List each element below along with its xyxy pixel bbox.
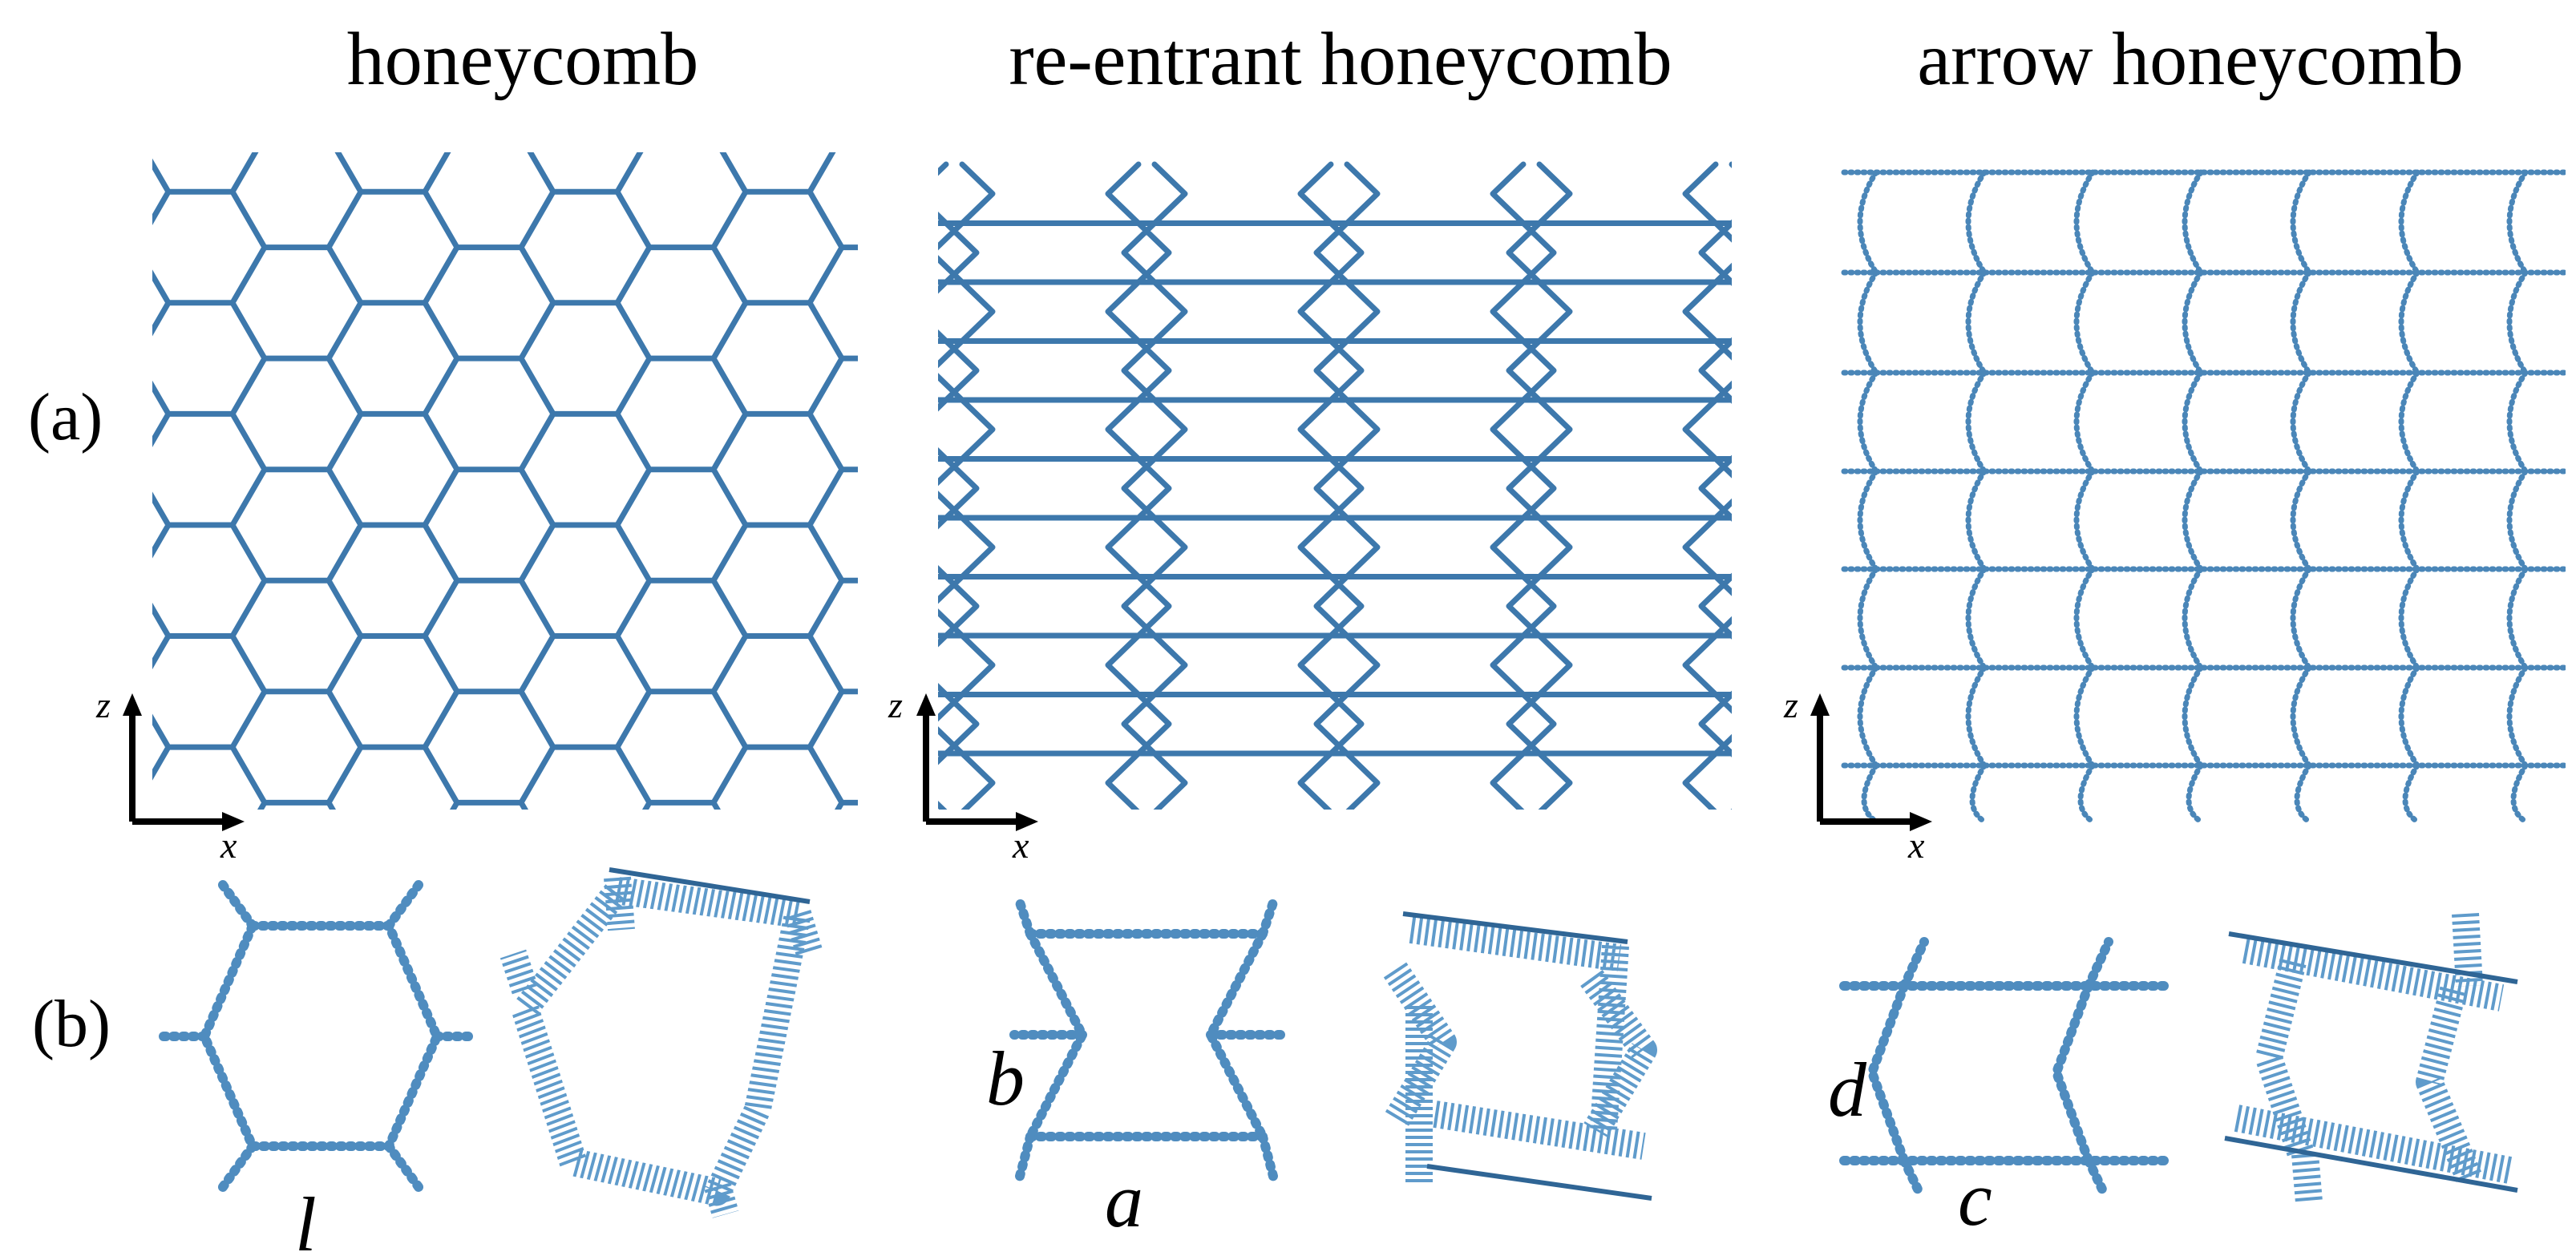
axes-reentrant: z x	[888, 685, 1038, 866]
reentrant-unit-cell	[1009, 893, 1288, 1187]
axes-honeycomb: z x	[95, 685, 245, 866]
honeycomb-lattice	[152, 152, 858, 810]
dimension-label-b: b	[986, 1036, 1025, 1121]
honeycomb-3d-view	[499, 867, 823, 1218]
arrow-unit-cell	[1839, 937, 2170, 1199]
dimension-label-l: l	[295, 1181, 317, 1256]
axis-label-x: x	[1907, 825, 1925, 866]
dimension-label-a: a	[1105, 1157, 1143, 1243]
dimension-label-d: d	[1828, 1047, 1867, 1133]
axes-arrow: z x	[1783, 685, 1932, 866]
title-reentrant-honeycomb: re-entrant honeycomb	[1009, 18, 1672, 101]
axis-label-z: z	[1783, 685, 1798, 725]
arrow-3d-view	[2224, 913, 2518, 1204]
lattice-cell-walls	[152, 152, 858, 810]
dimension-label-c: c	[1958, 1156, 1992, 1242]
axis-label-x: x	[1012, 825, 1029, 866]
arrow-honeycomb-lattice	[1841, 169, 2566, 825]
title-arrow-honeycomb: arrow honeycomb	[1917, 18, 2463, 101]
lattice-cell-walls	[938, 161, 1732, 810]
axis-label-z: z	[888, 685, 903, 725]
row-label-a: (a)	[28, 380, 103, 454]
axis-label-z: z	[95, 685, 111, 725]
reentrant-honeycomb-lattice	[938, 161, 1732, 810]
axis-label-x: x	[220, 825, 237, 866]
row-label-b: (b)	[32, 987, 111, 1061]
lattice-cell-walls	[1841, 169, 2566, 825]
title-honeycomb: honeycomb	[347, 18, 699, 101]
reentrant-3d-view	[1383, 911, 1657, 1201]
honeycomb-unit-cell	[152, 877, 478, 1195]
